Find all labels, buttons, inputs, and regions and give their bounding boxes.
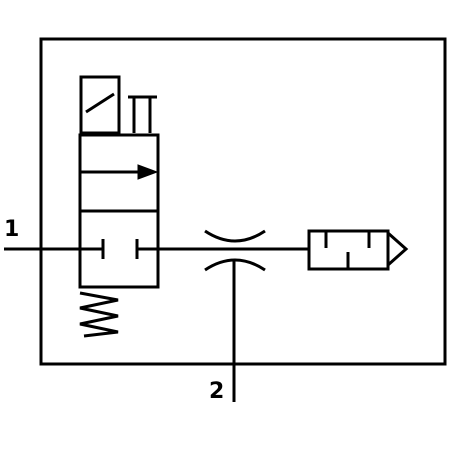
- closed-port-symbol: [80, 239, 158, 259]
- orifice-upper-arc: [204, 229, 266, 243]
- solenoid-coil-box: [79, 75, 121, 135]
- port-1-label: 1: [4, 217, 19, 242]
- manual-override-pushbutton: [128, 95, 157, 133]
- silencer-nozzle: [387, 231, 409, 267]
- port-2-label: 2: [209, 379, 224, 404]
- flow-arrow: [80, 164, 159, 180]
- flow-arrow-head: [137, 164, 159, 180]
- enclosure-boundary: [39, 37, 447, 366]
- solenoid-coil-diagonal: [85, 92, 115, 114]
- exhaust-silencer: [307, 229, 409, 271]
- valve-body: [78, 133, 160, 289]
- solenoid-actuator: [79, 75, 121, 135]
- return-spring: [79, 291, 119, 338]
